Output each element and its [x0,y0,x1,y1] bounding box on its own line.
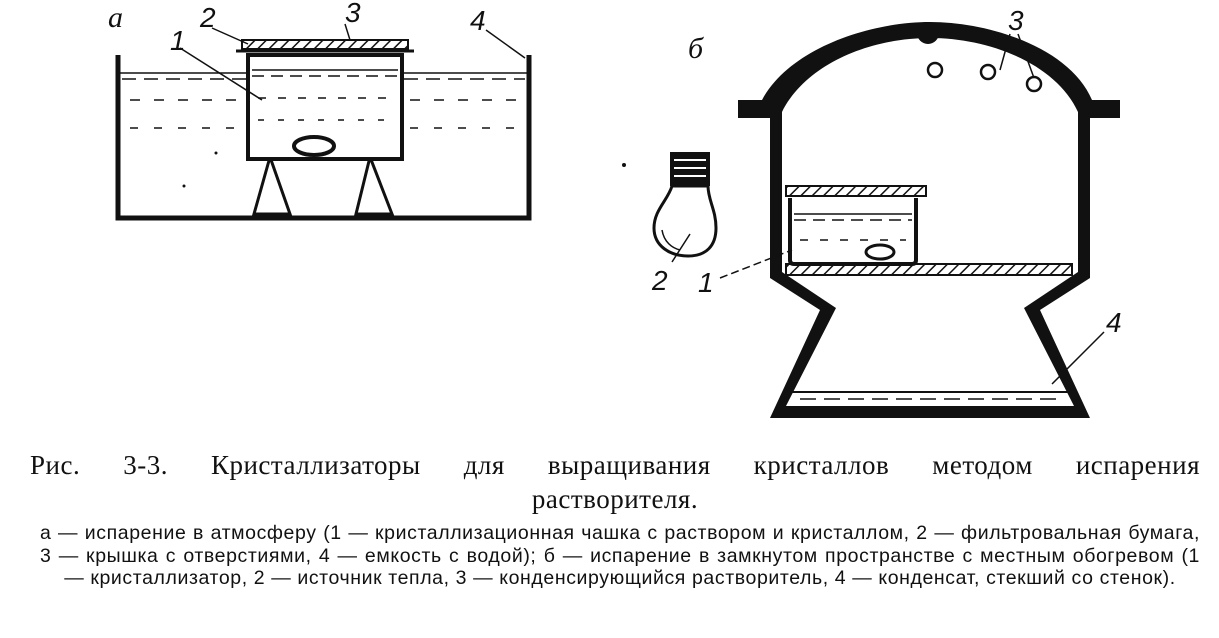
panel-b-label-1: 1 [698,267,714,298]
speck [182,184,186,188]
panel-b-label-3: 3 [1008,5,1024,36]
panel-a-label-4: 4 [470,5,486,36]
crystal [864,243,896,261]
panel-a-leaders [179,23,526,101]
crystal [292,135,336,157]
dish-supports [252,152,395,216]
dish-solution-lines [252,69,398,121]
panel-a-letter: а [108,1,123,34]
crystallizer-solution-lines [794,213,912,241]
panel-b-label-2: 2 [651,265,668,296]
figure-illustration: а 1 2 3 4 [108,0,1122,418]
panel-a-label-2: 2 [199,2,216,33]
water-container [115,55,532,221]
light-bulb [652,152,718,258]
panel-a-diagram: а 1 2 3 4 [108,0,532,221]
figure-caption-legend: а — испарение в атмосферу (1 — кристалли… [40,522,1200,589]
panel-a-label-1: 1 [170,25,186,56]
figure-caption-title: Рис. 3-3. Кристаллизаторы для выращивани… [30,448,1200,516]
perforated-lid [241,39,409,50]
caption-title-line-2: растворителя. [531,484,699,514]
panel-b-diagram: б 1 2 3 4 [622,5,1122,418]
chamber-interior [782,38,1078,406]
speck [214,151,218,155]
panel-b-leaders [671,33,1105,385]
condensate-droplets [926,61,1043,93]
speck [622,163,626,167]
lid-knob [917,22,939,44]
panel-a-label-3: 3 [345,0,361,28]
panel-b-label-4: 4 [1106,307,1122,338]
crystallizer-lid [785,185,927,197]
panel-b-letter: б [688,32,704,65]
caption-title-line-1: Рис. 3-3. Кристаллизаторы для выращивани… [30,450,1200,480]
water-surface-lines [120,72,527,129]
crystallizer [788,198,918,266]
hatched-shelf [785,263,1073,276]
